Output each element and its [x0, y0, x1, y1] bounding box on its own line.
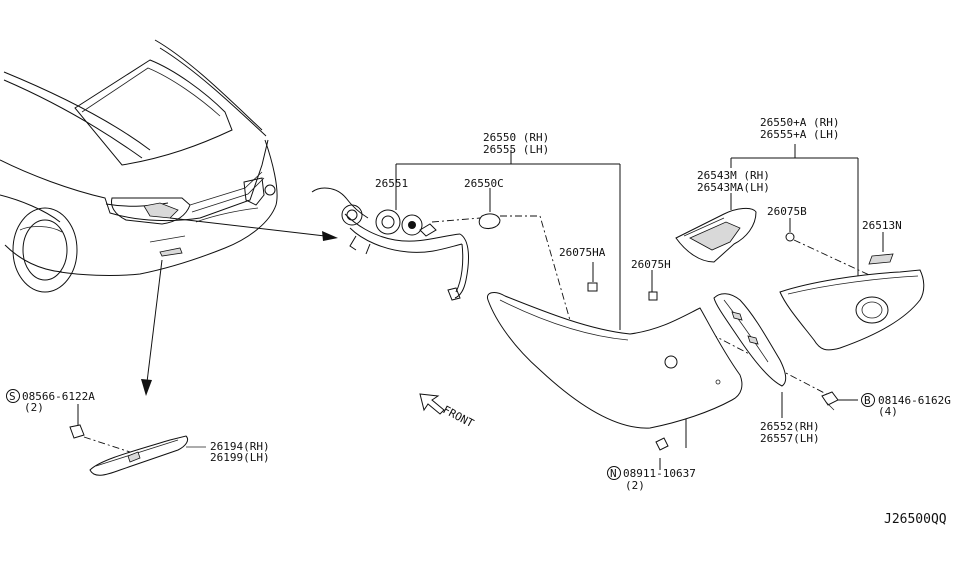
bolt-08146 — [821, 391, 839, 411]
symbol-s: S — [9, 390, 16, 403]
label-26075HA: 26075HA — [559, 246, 606, 259]
label-26551: 26551 — [375, 177, 408, 190]
diagram-id: J26500QQ — [884, 512, 947, 527]
label-26555A-lh: 26555+A (LH) — [760, 128, 839, 141]
gasket-26552 — [713, 293, 787, 387]
symbol-n-circle — [607, 466, 621, 480]
label-26550A-rh: 26550+A (RH) — [760, 116, 839, 129]
front-label: FRONT — [441, 403, 477, 430]
label-26552-rh: 26552(RH) — [760, 420, 820, 433]
harness-socket-assembly — [311, 187, 501, 301]
label-08146-qty: (4) — [878, 405, 898, 418]
label-08566-qty: (2) — [24, 401, 44, 414]
label-26194-rh: 26194(RH) — [210, 440, 270, 453]
label-26075B: 26075B — [767, 205, 807, 218]
front-direction-arrow: FRONT — [419, 393, 477, 430]
rear-combination-lamp — [486, 282, 743, 451]
symbol-s-circle — [6, 389, 20, 403]
label-08146-6162G: 08146-6162G — [878, 394, 951, 407]
label-26199-lh: 26199(LH) — [210, 451, 270, 464]
callout-arrows — [141, 217, 338, 396]
label-26075H: 26075H — [631, 258, 671, 271]
part-labels: 26550 (RH) 26555 (LH) 26551 26550C 26550… — [6, 116, 951, 527]
dash-dot-lines — [83, 215, 881, 453]
nut-08911 — [655, 437, 669, 451]
finisher-26543M — [675, 207, 795, 263]
label-08911-qty: (2) — [625, 479, 645, 492]
symbol-b-circle — [861, 393, 875, 407]
label-26550C: 26550C — [464, 177, 504, 190]
screw-08566 — [69, 424, 85, 439]
label-08566-6122A: 08566-6122A — [22, 390, 95, 403]
label-08911-10637: 08911-10637 — [623, 467, 696, 480]
vehicle-rear-illustration — [0, 39, 278, 293]
clip-26075HA — [587, 282, 598, 292]
label-26555-lh: 26555 (LH) — [483, 143, 549, 156]
label-26543MA-lh: 26543MA(LH) — [697, 181, 770, 194]
symbol-b: B — [864, 394, 871, 407]
clip-26075B — [785, 232, 795, 242]
label-26557-lh: 26557(LH) — [760, 432, 820, 445]
symbol-n: N — [610, 467, 617, 480]
label-26513N: 26513N — [862, 219, 902, 232]
clip-26075H — [648, 291, 658, 301]
side-marker-lamp — [69, 424, 189, 476]
label-26550-rh: 26550 (RH) — [483, 131, 549, 144]
label-26513N — [868, 253, 894, 265]
label-26543M-rh: 26543M (RH) — [697, 169, 770, 182]
rear-lamp-inner — [779, 253, 925, 351]
